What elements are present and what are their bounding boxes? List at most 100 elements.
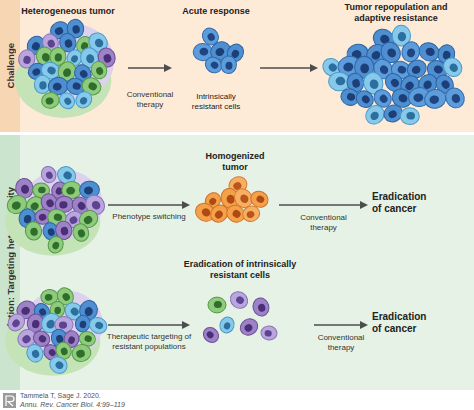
node-heading: Heterogeneous tumor <box>12 6 124 17</box>
cell <box>442 85 468 112</box>
cell-nucleus <box>257 303 266 313</box>
cell-nucleus <box>397 65 408 75</box>
cell-body <box>56 90 78 112</box>
outcome-box: Eradication of cancer <box>372 311 436 339</box>
arrow-label: Therapeutic targeting of resistant popul… <box>104 332 194 352</box>
cell <box>237 316 261 339</box>
cell <box>220 56 236 74</box>
cell-nucleus <box>206 32 216 42</box>
cell-nucleus <box>39 81 47 90</box>
cell-nucleus <box>87 81 98 91</box>
outcome-box: Eradication of cancer <box>372 191 436 219</box>
cell-nucleus <box>200 207 212 218</box>
cell-nucleus <box>225 62 232 70</box>
cell <box>40 91 61 110</box>
cell-nucleus <box>209 60 219 70</box>
cell-body <box>400 107 420 124</box>
cell-nucleus <box>72 25 81 34</box>
cell-nucleus <box>54 53 62 62</box>
cell-body <box>442 85 468 112</box>
cell-nucleus <box>360 94 371 105</box>
cell-nucleus <box>95 66 104 76</box>
cell-nucleus <box>214 46 226 57</box>
cell <box>423 87 448 110</box>
cell-nucleus <box>389 77 400 88</box>
cell <box>73 88 95 111</box>
node-heading: Acute response <box>176 6 256 17</box>
node-heading: Homogenized tumor <box>195 151 275 173</box>
cell-nucleus <box>327 62 338 73</box>
cell-body <box>240 204 262 225</box>
cell-nucleus <box>246 210 256 219</box>
cell-nucleus <box>335 77 345 86</box>
cell-nucleus <box>342 61 354 73</box>
cell-nucleus <box>64 38 73 48</box>
cell-cluster <box>322 28 470 126</box>
arrow-label: Conventional therapy <box>289 213 359 233</box>
cell <box>56 90 78 112</box>
cell-nucleus <box>440 79 451 90</box>
band-label-strip: Challenge <box>0 0 20 132</box>
node-heading: Eradication of cancer <box>372 311 436 335</box>
arrow-label: Phenotype switching <box>106 212 192 222</box>
cell-nucleus <box>429 94 440 104</box>
cell-nucleus <box>346 92 356 102</box>
section-band: Solution: Targeting heterogeneity Homogen… <box>0 135 474 390</box>
publisher-logo-mark <box>6 396 14 406</box>
cell-nucleus <box>448 62 460 74</box>
cell-nucleus <box>413 93 424 103</box>
cell-nucleus <box>369 78 380 90</box>
cell-body <box>40 91 61 110</box>
cell-body <box>220 56 236 74</box>
tumor-cluster: Heterogeneous tumor <box>12 6 124 122</box>
cell-body <box>200 324 221 345</box>
cell-nucleus <box>79 96 89 106</box>
section-band: Challenge Heterogeneous tumor Acute respon… <box>0 0 474 132</box>
cell-nucleus <box>406 48 416 59</box>
cell-nucleus <box>62 67 73 78</box>
stroma-blob <box>15 43 111 118</box>
cell <box>260 325 277 340</box>
tumor-cluster: Eradication of intrinsically resistant c… <box>170 259 310 359</box>
cell <box>208 297 226 313</box>
publisher-logo <box>3 393 16 408</box>
band-label-strip: Solution: Targeting heterogeneity <box>0 135 20 390</box>
cell-nucleus <box>378 64 390 76</box>
cell-nucleus <box>213 209 224 220</box>
cell-nucleus <box>424 46 436 57</box>
cell-nucleus <box>433 64 444 75</box>
cell-body <box>260 325 277 340</box>
cell-nucleus <box>205 330 215 340</box>
arrow-label: Conventional therapy <box>306 333 376 353</box>
cell-nucleus <box>52 82 62 91</box>
cell <box>227 288 251 311</box>
tumor-cluster: Tumor repopulation and adaptive resistan… <box>322 2 470 128</box>
band-label: Challenge <box>5 43 16 88</box>
node-heading: Eradication of intrinsically resistant c… <box>175 259 305 281</box>
cell <box>240 204 262 225</box>
cell-nucleus <box>214 301 222 308</box>
cell-nucleus <box>46 65 57 75</box>
cell-nucleus <box>264 330 272 337</box>
node-heading: Tumor repopulation and adaptive resistan… <box>335 2 457 24</box>
cell-cluster <box>20 22 116 116</box>
cell-body <box>73 88 95 111</box>
band-label: Solution: Targeting heterogeneity <box>5 187 16 338</box>
cell <box>251 296 271 318</box>
cell-body <box>423 87 448 110</box>
cell-cluster <box>197 177 273 235</box>
cell-nucleus <box>387 109 398 119</box>
cell <box>218 315 237 335</box>
cell-nucleus <box>79 69 89 80</box>
tumor-cluster: Acute responseIntrinsically resistant ce… <box>176 6 256 120</box>
cell-nucleus <box>386 47 398 60</box>
cell-cluster <box>188 30 244 86</box>
cell-nucleus <box>46 39 56 49</box>
cell-nucleus <box>103 53 113 63</box>
node-heading: Eradication of cancer <box>372 191 436 215</box>
cell-body <box>227 288 251 311</box>
tumor-cluster: Homogenized tumor <box>195 151 275 237</box>
cell-nucleus <box>406 112 415 120</box>
cell-nucleus <box>239 193 250 205</box>
